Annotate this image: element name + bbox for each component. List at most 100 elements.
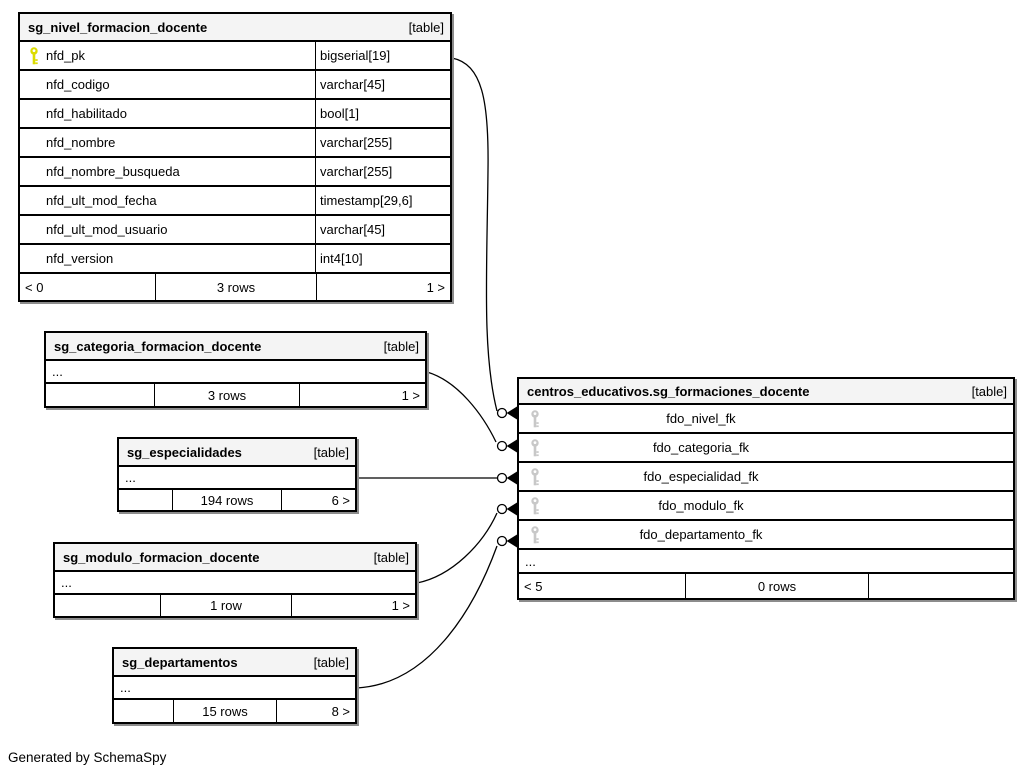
- footer-rowcount: 0 rows: [685, 574, 869, 598]
- column-row: fdo_categoria_fk: [519, 434, 1013, 463]
- column-row: nfd_ult_mod_fecha timestamp[29,6]: [20, 187, 450, 216]
- table-header: sg_departamentos [table]: [114, 649, 355, 677]
- column-row: nfd_nombre varchar[255]: [20, 129, 450, 158]
- column-type: int4[10]: [315, 245, 450, 272]
- footer-children: 1 >: [391, 598, 410, 613]
- column-row: nfd_habilitado bool[1]: [20, 100, 450, 129]
- column-row: fdo_especialidad_fk: [519, 463, 1013, 492]
- table-type-badge: [table]: [408, 19, 444, 35]
- table-type-badge: [table]: [971, 383, 1007, 399]
- edge-odot: [496, 440, 508, 452]
- foreign-key-icon: [530, 496, 540, 515]
- footer-parents: [114, 700, 173, 722]
- generated-by-credit: Generated by SchemaSpy: [8, 750, 167, 765]
- edge-odot: [496, 535, 508, 547]
- edge-categoria-to-formaciones: [426, 371, 497, 443]
- column-type: timestamp[29,6]: [315, 187, 450, 214]
- footer-rowcount: 3 rows: [155, 274, 317, 300]
- footer-rowcount: 194 rows: [172, 490, 282, 510]
- column-row: nfd_version int4[10]: [20, 245, 450, 274]
- column-row: nfd_nombre_busqueda varchar[255]: [20, 158, 450, 187]
- table-sg-categoria-formacion-docente[interactable]: sg_categoria_formacion_docente [table] .…: [44, 331, 427, 408]
- column-name: fdo_departamento_fk: [639, 527, 763, 542]
- column-name: nfd_habilitado: [46, 106, 127, 121]
- footer-rowcount: 3 rows: [154, 384, 300, 406]
- column-name: fdo_categoria_fk: [652, 440, 750, 455]
- edge-modulo-to-formaciones: [416, 512, 498, 584]
- edge-nivel-to-formaciones: [451, 57, 498, 412]
- column-name: nfd_version: [46, 251, 114, 266]
- column-name: nfd_ult_mod_fecha: [46, 193, 157, 208]
- column-row: fdo_nivel_fk: [519, 405, 1013, 434]
- table-sg-nivel-formacion-docente[interactable]: sg_nivel_formacion_docente [table] nfd_p…: [18, 12, 452, 302]
- footer-children: 1 >: [426, 279, 445, 295]
- table-header: sg_nivel_formacion_docente [table]: [20, 14, 450, 42]
- column-row: fdo_modulo_fk: [519, 492, 1013, 521]
- column-name: fdo_especialidad_fk: [643, 469, 759, 484]
- edge-arrowhead: [506, 406, 517, 420]
- table-type-badge: [table]: [313, 654, 349, 670]
- table-centros-educativos-sg-formaciones-docente[interactable]: centros_educativos.sg_formaciones_docent…: [517, 377, 1015, 600]
- footer-children: 8 >: [331, 703, 350, 719]
- table-sg-modulo-formacion-docente[interactable]: sg_modulo_formacion_docente [table] ... …: [53, 542, 417, 618]
- table-footer: 15 rows 8 >: [114, 700, 355, 722]
- footer-children: 6 >: [331, 492, 350, 508]
- table-title: sg_departamentos: [122, 654, 238, 670]
- edge-arrowhead: [506, 534, 517, 548]
- edge-odot: [496, 407, 508, 419]
- table-type-badge: [table]: [373, 549, 409, 565]
- table-title: centros_educativos.sg_formaciones_docent…: [527, 383, 810, 399]
- table-title: sg_nivel_formacion_docente: [28, 19, 208, 35]
- footer-rowcount: 1 row: [160, 595, 292, 616]
- table-footer: 194 rows 6 >: [119, 490, 355, 510]
- footer-parents: [55, 595, 160, 616]
- edge-arrowhead: [506, 471, 517, 485]
- table-type-badge: [table]: [313, 444, 349, 460]
- footer-children: 1 >: [401, 387, 420, 403]
- table-header: sg_categoria_formacion_docente [table]: [46, 333, 425, 361]
- column-type: bool[1]: [315, 100, 450, 127]
- column-name: fdo_modulo_fk: [658, 498, 744, 513]
- hidden-columns-ellipsis: ...: [119, 467, 355, 490]
- column-row: nfd_ult_mod_usuario varchar[45]: [20, 216, 450, 245]
- column-name: nfd_nombre: [46, 135, 116, 150]
- table-type-badge: [table]: [383, 338, 419, 354]
- table-title: sg_especialidades: [127, 444, 242, 460]
- table-header: sg_especialidades [table]: [119, 439, 355, 467]
- column-name: nfd_nombre_busqueda: [46, 164, 180, 179]
- footer-parents: [46, 384, 154, 406]
- column-type: varchar[255]: [315, 158, 450, 185]
- edge-odot: [496, 503, 508, 515]
- table-footer: 3 rows 1 >: [46, 384, 425, 406]
- footer-parents: < 0: [25, 279, 44, 295]
- footer-children: [869, 574, 1013, 598]
- column-row: nfd_codigo varchar[45]: [20, 71, 450, 100]
- primary-key-icon: [29, 46, 39, 65]
- table-sg-departamentos[interactable]: sg_departamentos [table] ... 15 rows 8 >: [112, 647, 357, 724]
- foreign-key-icon: [530, 409, 540, 428]
- column-name: nfd_codigo: [46, 77, 110, 92]
- column-type: varchar[255]: [315, 129, 450, 156]
- hidden-columns-ellipsis: ...: [55, 572, 415, 595]
- hidden-columns-ellipsis: ...: [114, 677, 355, 700]
- footer-parents: < 5: [524, 578, 543, 594]
- column-type: bigserial[19]: [315, 42, 450, 69]
- table-title: sg_modulo_formacion_docente: [63, 549, 260, 565]
- hidden-columns-ellipsis: ...: [46, 361, 425, 384]
- foreign-key-icon: [530, 467, 540, 486]
- table-sg-especialidades[interactable]: sg_especialidades [table] ... 194 rows 6…: [117, 437, 357, 512]
- edge-arrowhead: [506, 439, 517, 453]
- edge-departamentos-to-formaciones: [356, 545, 498, 689]
- table-footer: 1 row 1 >: [55, 595, 415, 616]
- foreign-key-icon: [530, 525, 540, 544]
- footer-rowcount: 15 rows: [173, 700, 277, 722]
- edge-odot: [496, 472, 508, 484]
- edge-arrowhead: [506, 502, 517, 516]
- column-row: nfd_pk bigserial[19]: [20, 42, 450, 71]
- foreign-key-icon: [530, 438, 540, 457]
- table-header: sg_modulo_formacion_docente [table]: [55, 544, 415, 572]
- column-name: fdo_nivel_fk: [666, 411, 736, 426]
- column-type: varchar[45]: [315, 216, 450, 243]
